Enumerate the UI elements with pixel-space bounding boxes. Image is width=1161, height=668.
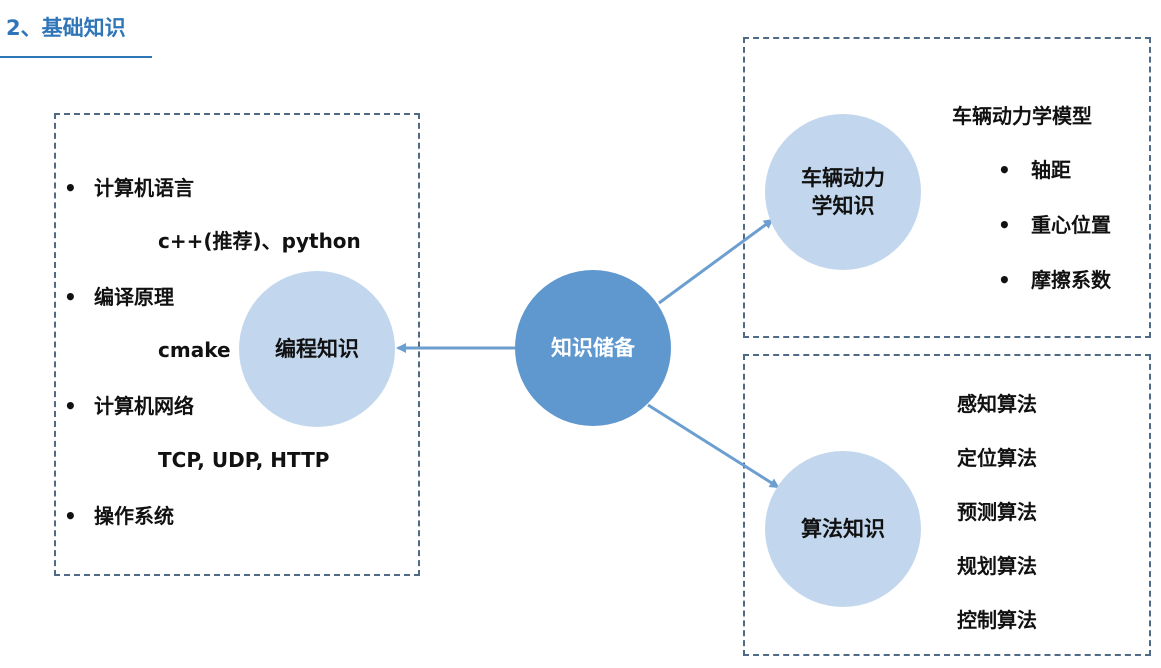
bullet-icon: • — [64, 285, 77, 309]
vehicle-dynamics-box — [743, 37, 1151, 338]
algorithm-box — [743, 354, 1151, 656]
item-control: 控制算法 — [957, 608, 1037, 632]
item-operating-system: 操作系统 — [94, 504, 174, 528]
item-computer-language: 计算机语言 — [94, 176, 194, 200]
node-vehicle-label-line1: 车辆动力 — [801, 166, 885, 190]
node-algorithms-label: 算法知识 — [801, 517, 885, 541]
node-vehicle-dynamics: 车辆动力 学知识 — [765, 114, 921, 270]
item-wheelbase: 轴距 — [1031, 158, 1071, 182]
item-perception: 感知算法 — [957, 392, 1037, 416]
item-prediction: 预测算法 — [957, 500, 1037, 524]
node-vehicle-label-line2: 学知识 — [811, 194, 875, 218]
node-knowledge-reserve: 知识储备 — [515, 270, 671, 426]
item-planning: 规划算法 — [957, 554, 1037, 578]
arrow-to-vehicle-dynamics — [658, 218, 774, 305]
item-friction-coefficient: 摩擦系数 — [1031, 268, 1111, 292]
bullet-icon: • — [64, 394, 77, 418]
item-localization: 定位算法 — [957, 446, 1037, 470]
arrow-to-algorithms — [647, 403, 780, 489]
node-vehicle-label: 车辆动力 学知识 — [801, 164, 885, 220]
bullet-icon: • — [998, 213, 1011, 237]
node-programming-label: 编程知识 — [275, 337, 359, 361]
node-algorithms: 算法知识 — [765, 451, 921, 607]
bullet-icon: • — [64, 176, 77, 200]
bullet-icon: • — [998, 158, 1011, 182]
programming-box — [54, 113, 420, 576]
bullet-icon: • — [64, 504, 77, 528]
bullet-icon: • — [998, 268, 1011, 292]
node-center-label: 知识储备 — [551, 336, 635, 360]
item-computer-network: 计算机网络 — [94, 394, 194, 418]
item-protocols: TCP, UDP, HTTP — [158, 448, 330, 472]
item-languages: c++(推荐)、python — [158, 229, 361, 253]
item-cmake: cmake — [158, 338, 231, 362]
vehicle-model-heading: 车辆动力学模型 — [952, 104, 1092, 128]
item-compiler-principles: 编译原理 — [94, 285, 174, 309]
item-center-of-gravity: 重心位置 — [1031, 213, 1111, 237]
title-underline — [0, 56, 152, 58]
node-programming: 编程知识 — [239, 271, 395, 427]
section-title: 2、基础知识 — [6, 16, 126, 40]
